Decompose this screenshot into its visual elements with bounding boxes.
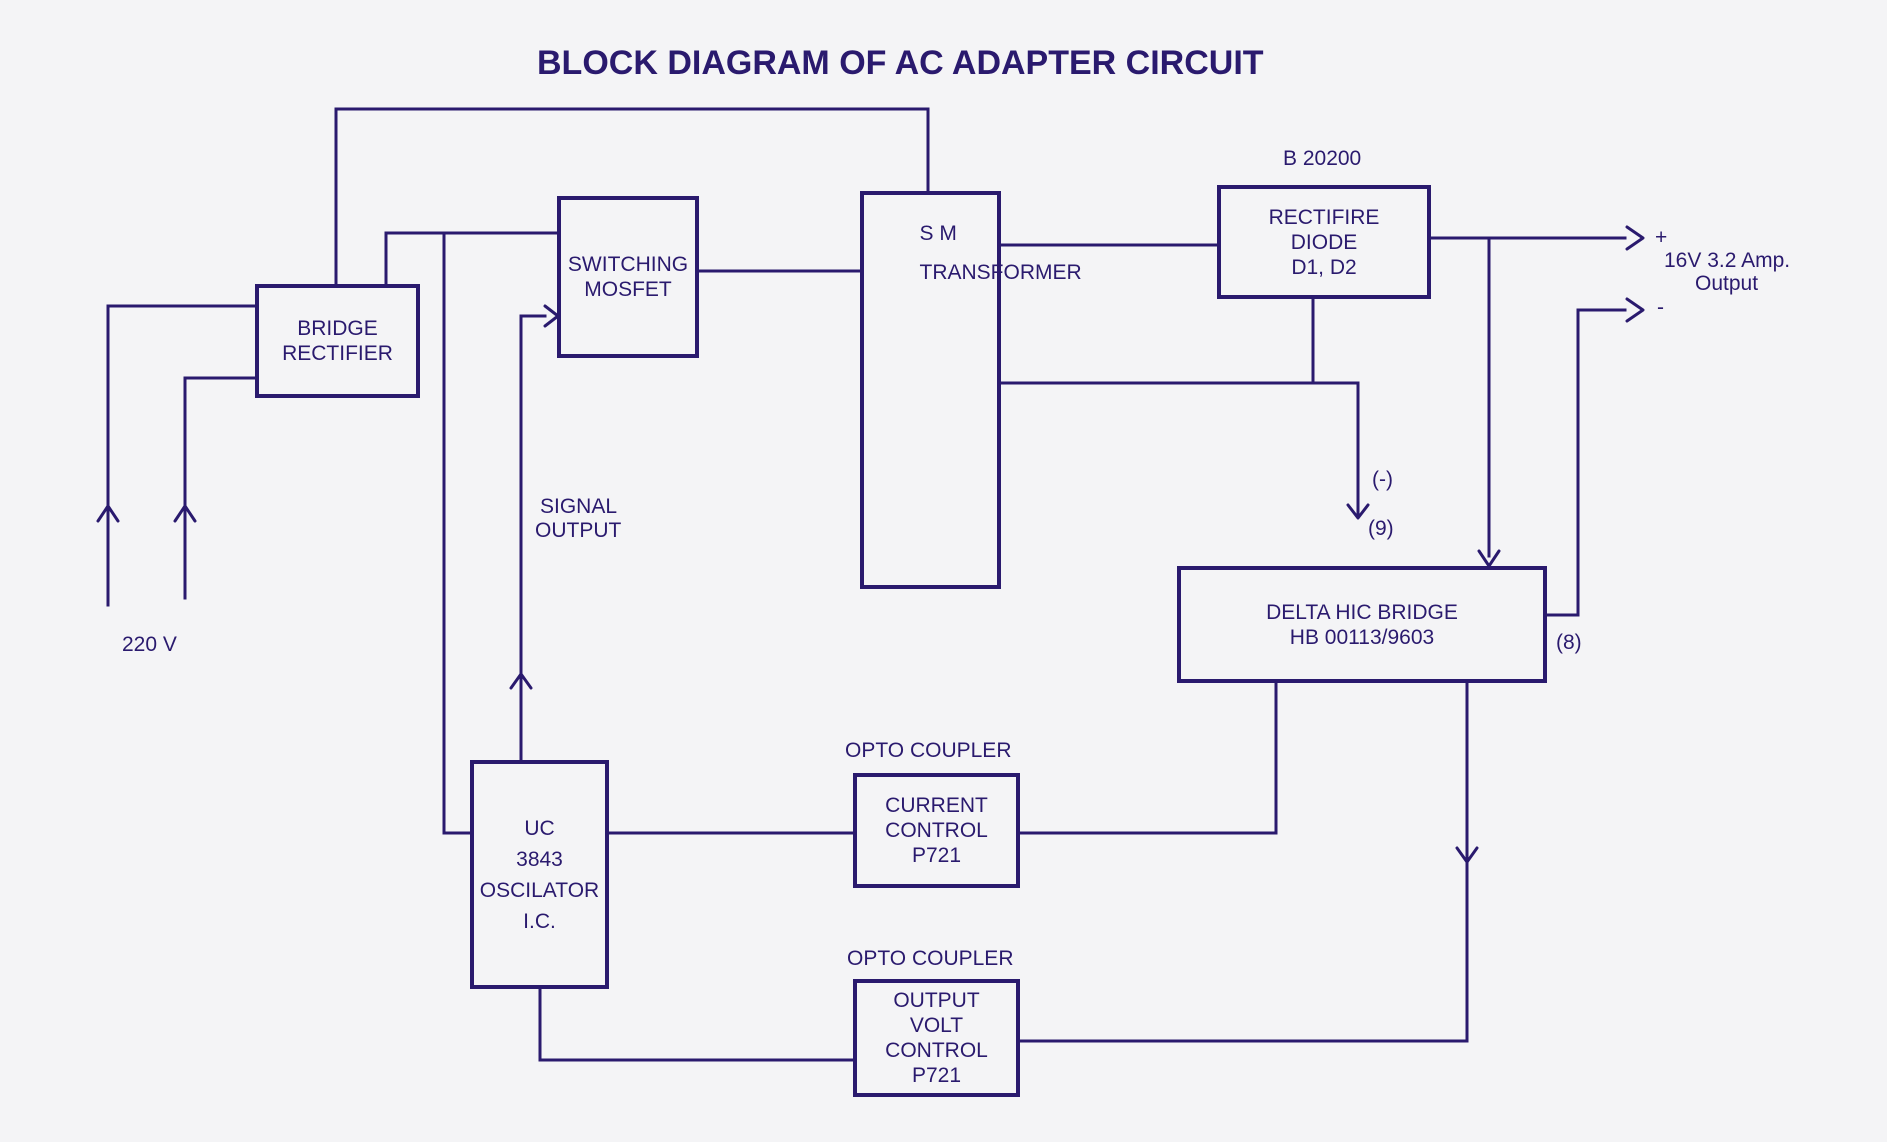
- opto-coupler-bottom-label: OPTO COUPLER: [847, 947, 1014, 970]
- input-voltage-label: 220 V: [122, 633, 177, 656]
- uc3843-line2: 3843: [516, 847, 563, 871]
- bridge-rectifier-block: BRIDGE RECTIFIER: [255, 284, 420, 398]
- pin9-arrow: [1346, 503, 1370, 520]
- delta-to-volt-control-wire: [1016, 679, 1469, 1043]
- signal-output-label-line2: OUTPUT: [535, 519, 622, 542]
- diode-part-label: B 20200: [1283, 147, 1362, 170]
- bridge-rectifier-line1: BRIDGE: [297, 317, 378, 340]
- signal-output-label-line1: SIGNAL: [540, 495, 618, 518]
- opto-coupler-top-label: OPTO COUPLER: [845, 739, 1012, 762]
- rectifier-diode-line1: RECTIFIRE: [1268, 205, 1380, 229]
- uc3843-line4: I.C.: [523, 909, 556, 933]
- output-volt-control-line4: P721: [911, 1064, 962, 1087]
- delta-to-output-negative-wire: [1543, 308, 1627, 617]
- supply-to-oscillator-wire: [442, 231, 474, 835]
- input-wire-2: [183, 376, 259, 600]
- delta-to-current-control-wire: [1016, 679, 1278, 835]
- pin-9-label: (9): [1368, 517, 1394, 540]
- output-volt-control-line1: OUTPUT: [893, 989, 980, 1012]
- delta-hic-bridge-line2: HB 00113/9603: [1289, 625, 1435, 649]
- bridge-rectifier-line2: RECTIFIER: [282, 342, 393, 365]
- diagram-title: BLOCK DIAGRAM OF AC ADAPTER CIRCUIT: [537, 44, 1264, 82]
- output-positive-arrow: [1625, 225, 1645, 251]
- current-control-line1: CURRENT: [885, 794, 988, 817]
- switching-mosfet-line2: MOSFET: [584, 278, 672, 301]
- bridge-to-mosfet-wire: [384, 231, 560, 286]
- output-volt-control-block: OUTPUT VOLT CONTROL P721: [853, 979, 1020, 1097]
- pin-8-label: (8): [1556, 631, 1582, 654]
- signal-output-wire: [519, 314, 547, 762]
- output-volt-control-line2: VOLT: [909, 1014, 964, 1037]
- current-control-line2: CONTROL: [885, 819, 988, 842]
- output-negative-arrow: [1625, 297, 1645, 323]
- transformer-to-pin9-wire: [997, 381, 1360, 516]
- pin-neg-label: (-): [1372, 468, 1393, 491]
- input-wire-1: [106, 304, 259, 607]
- rectifier-diode-line2: DIODE: [1290, 230, 1358, 254]
- rectifier-diode-line3: D1, D2: [1291, 255, 1357, 279]
- rectifier-diode-block: RECTIFIRE DIODE D1, D2: [1217, 185, 1431, 299]
- output-plus-label: +: [1655, 226, 1668, 249]
- sm-transformer-line2: TRANSFORMER: [919, 261, 1082, 284]
- sm-transformer-block: S M TRANSFORMER: [860, 191, 1082, 589]
- switching-mosfet-block: SWITCHING MOSFET: [557, 196, 699, 358]
- output-word-label: Output: [1695, 272, 1759, 295]
- volt-control-down-arrow: [1455, 846, 1479, 864]
- delta-hic-bridge-line1: DELTA HIC BRIDGE: [1266, 600, 1458, 624]
- uc3843-line1: UC: [524, 816, 555, 840]
- signal-up-arrow: [509, 672, 533, 690]
- uc3843-oscillator-block: UC 3843 OSCILATOR I.C.: [470, 760, 609, 989]
- input-arrow-1: [96, 504, 120, 523]
- input-arrow-2: [173, 504, 197, 523]
- switching-mosfet-line1: SWITCHING: [567, 253, 689, 276]
- current-control-line3: P721: [911, 844, 962, 867]
- bridge-to-transformer-top-wire: [334, 107, 930, 286]
- output-rating-label: 16V 3.2 Amp.: [1664, 249, 1791, 272]
- output-minus-label: -: [1657, 296, 1664, 319]
- current-control-block: CURRENT CONTROL P721: [853, 773, 1020, 888]
- oscillator-to-volt-control-wire: [538, 985, 857, 1062]
- sm-transformer-line1: S M: [919, 222, 957, 245]
- output-volt-control-line3: CONTROL: [885, 1039, 988, 1062]
- uc3843-line3: OSCILATOR: [479, 878, 600, 902]
- delta-hic-bridge-block: DELTA HIC BRIDGE HB 00113/9603: [1177, 566, 1547, 683]
